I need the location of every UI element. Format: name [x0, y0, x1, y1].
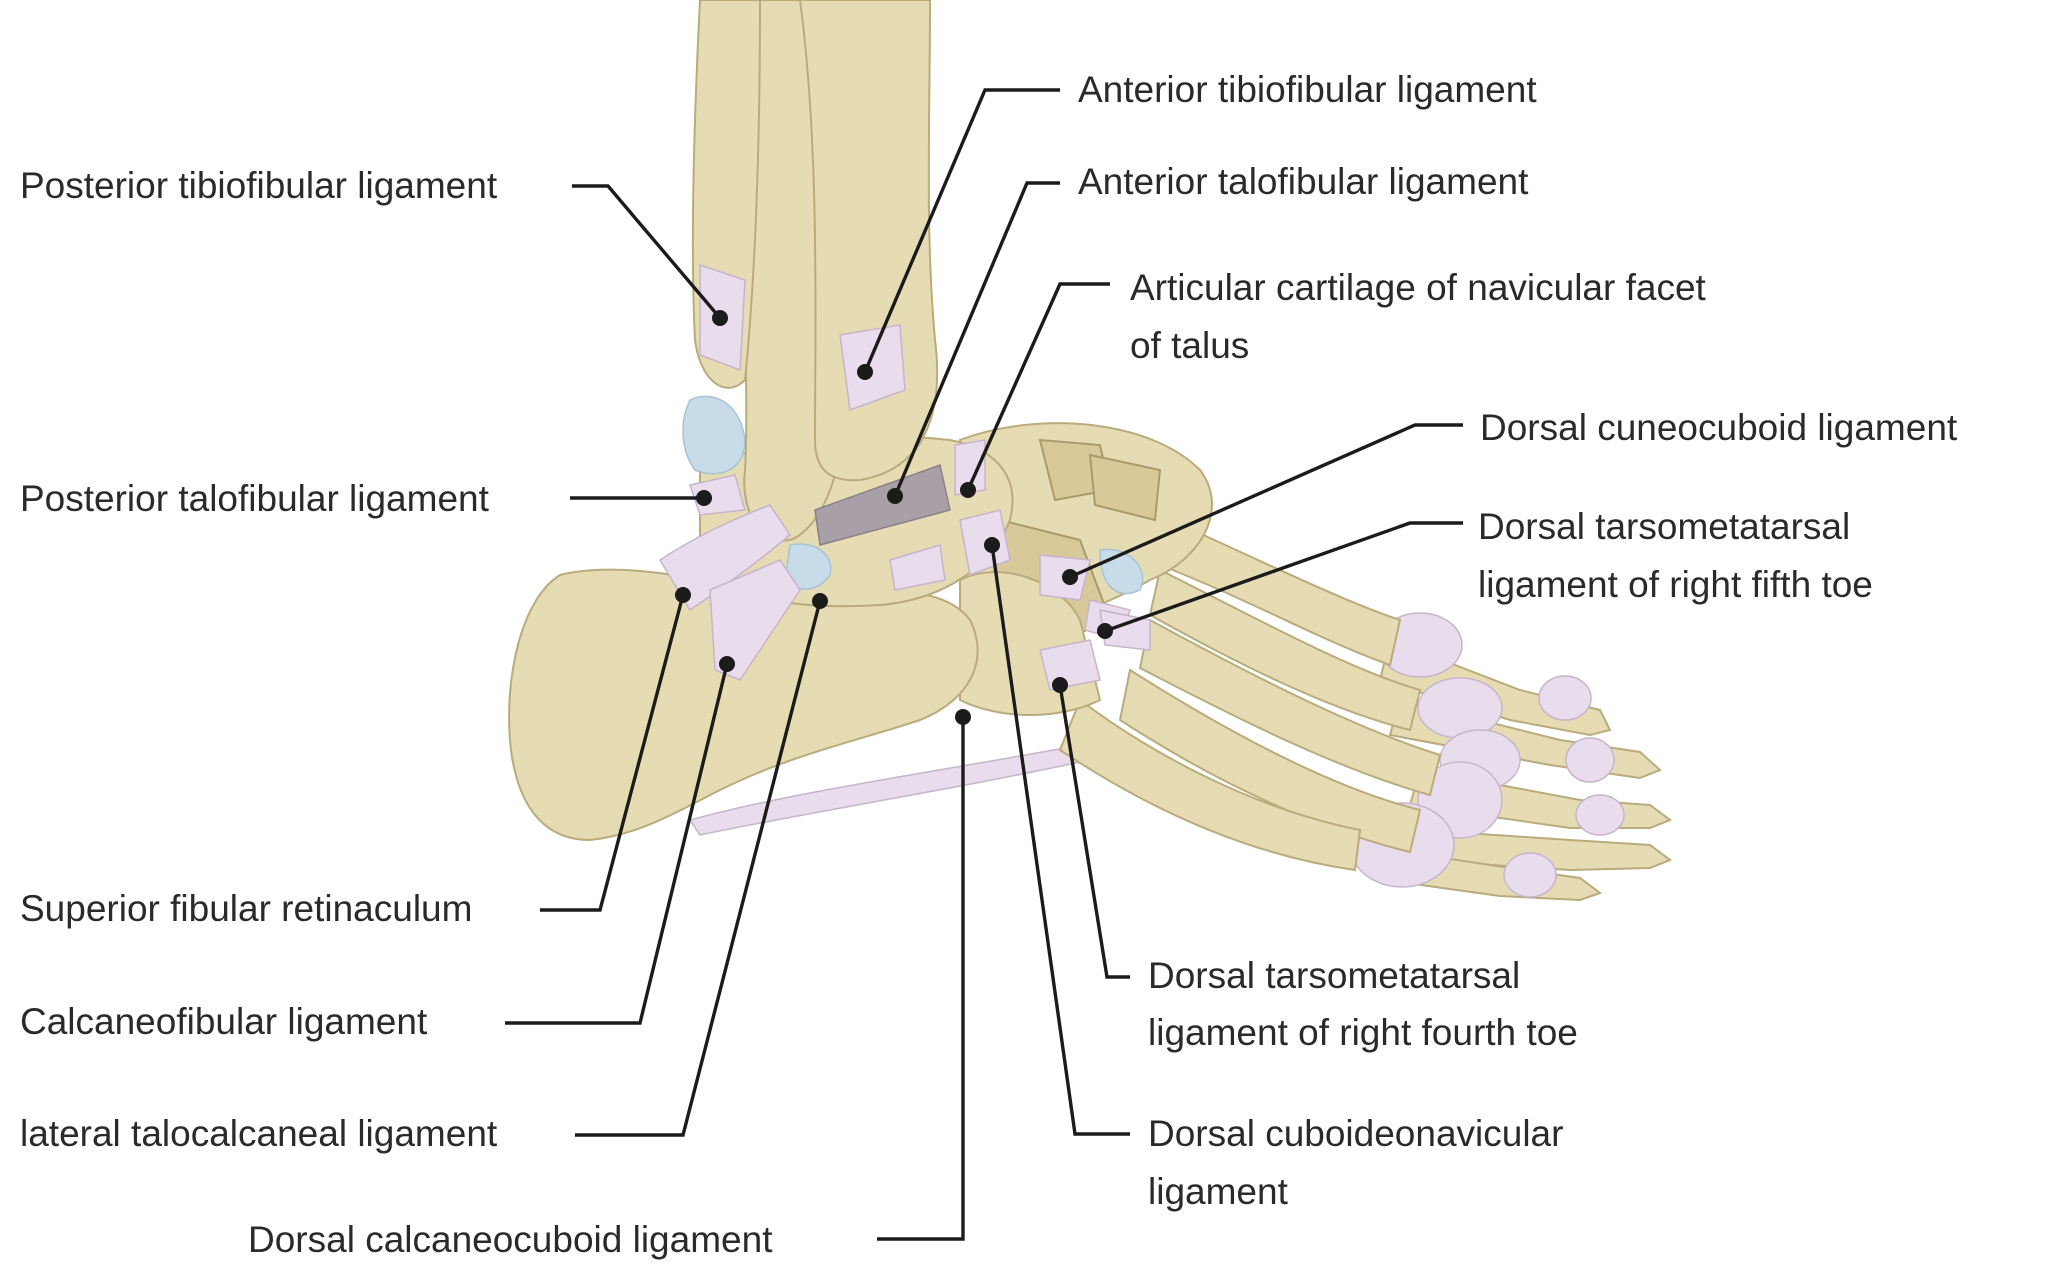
label-anterior-talofibular: Anterior talofibular ligament: [1078, 161, 1529, 202]
label-superior-fibular-retinaculum: Superior fibular retinaculum: [20, 888, 472, 929]
label-dorsal-cuneocuboid: Dorsal cuneocuboid ligament: [1480, 407, 1958, 448]
label-dorsal-tmt-fifth-line2: ligament of right fifth toe: [1478, 564, 1873, 605]
dot-posterior-talofibular: [696, 490, 712, 506]
label-dorsal-tmt-fifth-line1: Dorsal tarsometatarsal: [1478, 506, 1850, 547]
label-lateral-talocalcaneal: lateral talocalcaneal ligament: [20, 1113, 498, 1154]
dot-dorsal-cuneocuboid: [1062, 569, 1078, 585]
dot-articular-cartilage: [960, 482, 976, 498]
label-posterior-tibiofibular: Posterior tibiofibular ligament: [20, 165, 498, 206]
dot-dorsal-cuboideonavicular: [984, 537, 1000, 553]
label-articular-cartilage-line1: Articular cartilage of navicular facet: [1130, 267, 1707, 308]
dot-anterior-tibiofibular: [857, 364, 873, 380]
label-dorsal-cuboideonavicular-line1: Dorsal cuboideonavicular: [1148, 1113, 1563, 1154]
label-dorsal-calcaneocuboid: Dorsal calcaneocuboid ligament: [248, 1219, 773, 1260]
label-calcaneofibular: Calcaneofibular ligament: [20, 1001, 428, 1042]
label-posterior-talofibular: Posterior talofibular ligament: [20, 478, 490, 519]
label-articular-cartilage-line2: of talus: [1130, 325, 1249, 366]
dot-posterior-tibiofibular: [712, 310, 728, 326]
label-dorsal-tmt-fourth-line1: Dorsal tarsometatarsal: [1148, 955, 1520, 996]
dot-calcaneofibular: [719, 656, 735, 672]
foot-illustration: [509, 0, 1670, 900]
label-anterior-tibiofibular: Anterior tibiofibular ligament: [1078, 69, 1537, 110]
label-dorsal-tmt-fourth-line2: ligament of right fourth toe: [1148, 1012, 1578, 1053]
dot-lateral-talocalcaneal: [812, 593, 828, 609]
dot-dorsal-tmt-fifth: [1097, 623, 1113, 639]
dot-anterior-talofibular: [887, 488, 903, 504]
dot-dorsal-tmt-fourth: [1052, 677, 1068, 693]
dot-dorsal-calcaneocuboid: [955, 709, 971, 725]
dot-superior-fibular-retinaculum: [675, 587, 691, 603]
label-dorsal-cuboideonavicular-line2: ligament: [1148, 1171, 1289, 1212]
